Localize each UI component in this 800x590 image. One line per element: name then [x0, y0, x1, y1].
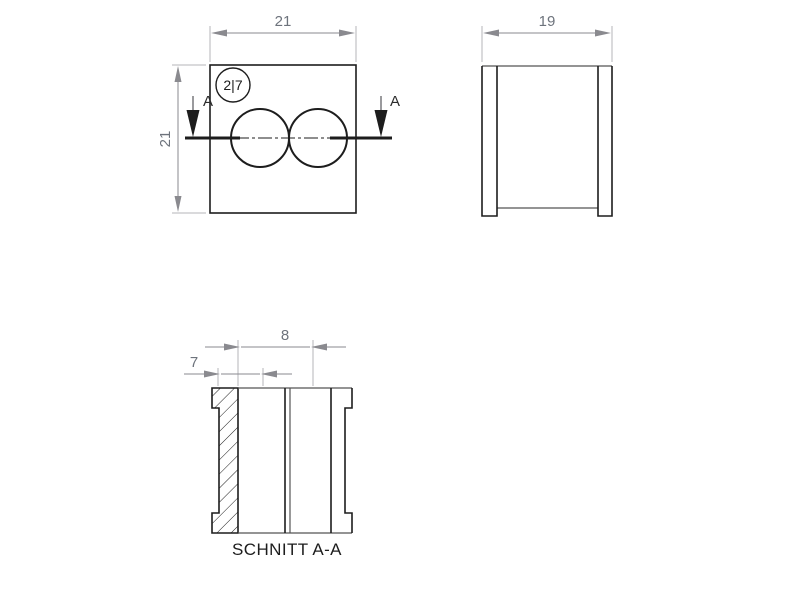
side-view-right-flange [597, 66, 613, 217]
front-height-dimension: 21 [157, 64, 206, 214]
section-caption: SCHNITT A-A [232, 540, 342, 559]
front-width-dimension: 21 [209, 13, 357, 62]
front-width-value: 21 [275, 13, 292, 30]
section-dim-8-value: 8 [281, 327, 289, 344]
section-dim-7-value: 7 [190, 354, 198, 371]
section-dim-7: 7 [184, 354, 292, 386]
section-arrow-right-label: A [390, 93, 400, 110]
side-width-dimension: 19 [481, 13, 613, 62]
front-height-value: 21 [157, 131, 174, 148]
section-arrow-left-label: A [203, 93, 213, 110]
section-view: 8 7 [184, 327, 353, 559]
section-dim-8: 8 [205, 327, 346, 386]
side-width-value: 19 [539, 13, 556, 30]
detail-marker-label: 2|7 [223, 77, 242, 93]
hole-right [288, 108, 348, 168]
section-arrow-right: A [374, 93, 400, 137]
section-arrow-left: A [186, 93, 213, 137]
side-view: 19 [481, 13, 613, 217]
side-view-left-flange [481, 66, 498, 217]
section-right-wall [344, 388, 353, 533]
detail-marker: 2|7 [215, 67, 251, 103]
section-hatched-wall [211, 387, 239, 534]
front-view: 21 21 2|7 [157, 13, 400, 214]
section-body-outline [238, 387, 352, 534]
